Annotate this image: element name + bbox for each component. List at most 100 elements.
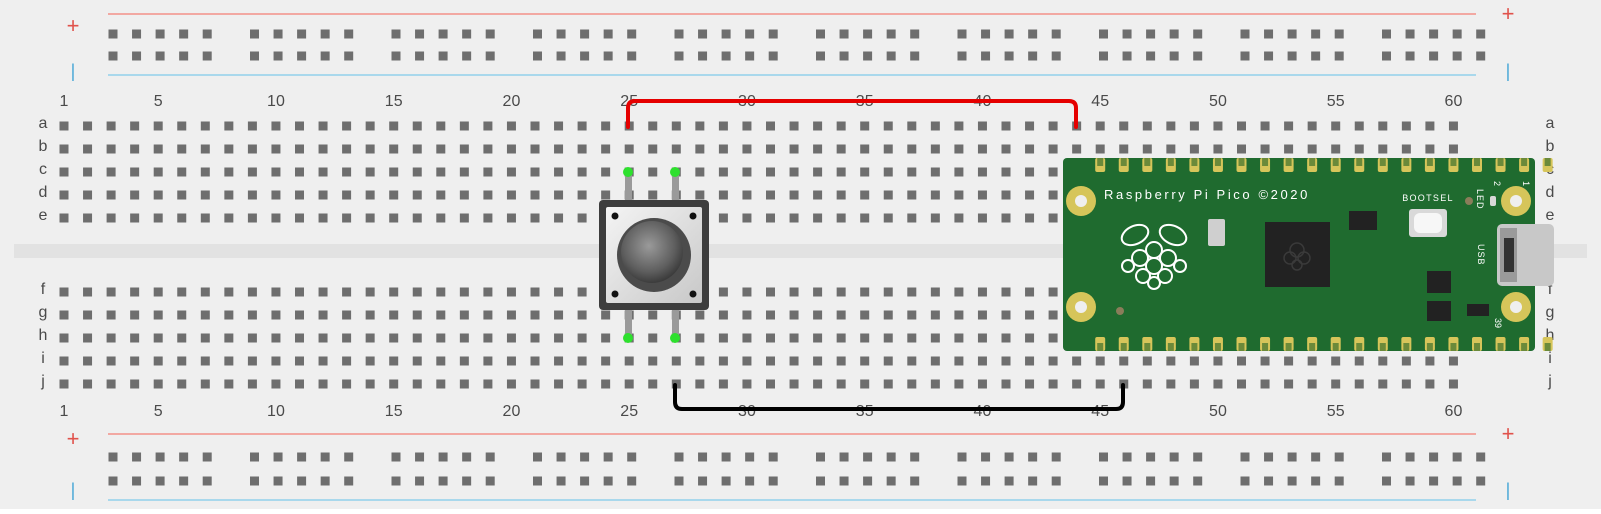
terminal-hole[interactable] (789, 310, 799, 320)
terminal-hole[interactable] (836, 379, 846, 389)
rail-hole[interactable] (886, 476, 896, 486)
terminal-hole[interactable] (977, 190, 987, 200)
terminal-hole[interactable] (742, 379, 752, 389)
terminal-hole[interactable] (860, 121, 870, 131)
rail-hole[interactable] (698, 29, 708, 39)
terminal-hole[interactable] (483, 356, 493, 366)
terminal-hole[interactable] (648, 121, 658, 131)
rail-hole[interactable] (202, 452, 212, 462)
terminal-hole[interactable] (247, 167, 257, 177)
terminal-hole[interactable] (954, 121, 964, 131)
terminal-hole[interactable] (530, 379, 540, 389)
rail-hole[interactable] (816, 476, 825, 486)
terminal-hole[interactable] (412, 310, 422, 320)
terminal-hole[interactable] (695, 167, 705, 177)
terminal-hole[interactable] (1001, 121, 1011, 131)
terminal-hole[interactable] (412, 287, 422, 297)
terminal-hole[interactable] (1072, 356, 1082, 366)
rail-hole[interactable] (1099, 51, 1108, 61)
terminal-hole[interactable] (860, 144, 870, 154)
terminal-hole[interactable] (977, 356, 987, 366)
terminal-hole[interactable] (601, 333, 611, 343)
terminal-hole[interactable] (459, 310, 469, 320)
terminal-hole[interactable] (318, 356, 328, 366)
terminal-hole[interactable] (365, 333, 375, 343)
terminal-hole[interactable] (436, 144, 446, 154)
terminal-hole[interactable] (153, 287, 163, 297)
terminal-hole[interactable] (1331, 121, 1341, 131)
terminal-hole[interactable] (224, 333, 234, 343)
terminal-hole[interactable] (860, 333, 870, 343)
terminal-hole[interactable] (577, 190, 587, 200)
terminal-hole[interactable] (1213, 144, 1223, 154)
terminal-hole[interactable] (247, 190, 257, 200)
terminal-hole[interactable] (766, 356, 775, 366)
rail-hole[interactable] (297, 29, 307, 39)
terminal-hole[interactable] (554, 167, 564, 177)
rail-hole[interactable] (556, 452, 566, 462)
terminal-hole[interactable] (930, 356, 940, 366)
terminal-hole[interactable] (153, 213, 163, 223)
terminal-hole[interactable] (789, 213, 799, 223)
terminal-hole[interactable] (813, 310, 823, 320)
terminal-hole[interactable] (1001, 144, 1011, 154)
terminal-hole[interactable] (342, 379, 352, 389)
terminal-hole[interactable] (1260, 356, 1270, 366)
terminal-hole[interactable] (742, 213, 752, 223)
rail-hole[interactable] (1264, 476, 1274, 486)
terminal-hole[interactable] (1189, 121, 1199, 131)
terminal-hole[interactable] (577, 121, 587, 131)
terminal-hole[interactable] (365, 213, 375, 223)
rail-hole[interactable] (1334, 51, 1344, 61)
rail-hole[interactable] (580, 476, 590, 486)
terminal-hole[interactable] (224, 144, 234, 154)
rail-hole[interactable] (1264, 452, 1274, 462)
terminal-hole[interactable] (718, 144, 728, 154)
terminal-hole[interactable] (789, 121, 799, 131)
terminal-hole[interactable] (530, 190, 540, 200)
terminal-hole[interactable] (601, 167, 611, 177)
rail-hole[interactable] (1240, 452, 1250, 462)
terminal-hole[interactable] (789, 190, 799, 200)
terminal-hole[interactable] (295, 356, 304, 366)
terminal-hole[interactable] (153, 379, 163, 389)
terminal-hole[interactable] (1331, 144, 1341, 154)
terminal-hole[interactable] (130, 213, 140, 223)
terminal-hole[interactable] (577, 167, 587, 177)
terminal-hole[interactable] (59, 121, 69, 131)
rail-hole[interactable] (910, 452, 920, 462)
terminal-hole[interactable] (436, 213, 446, 223)
rail-hole[interactable] (485, 29, 495, 39)
terminal-hole[interactable] (718, 287, 728, 297)
terminal-hole[interactable] (1425, 144, 1435, 154)
terminal-hole[interactable] (930, 213, 940, 223)
terminal-hole[interactable] (271, 333, 281, 343)
rail-hole[interactable] (1146, 476, 1156, 486)
rail-hole[interactable] (839, 476, 849, 486)
rail-hole[interactable] (1382, 51, 1391, 61)
terminal-hole[interactable] (1048, 121, 1058, 131)
rail-hole[interactable] (863, 29, 873, 39)
terminal-hole[interactable] (1025, 310, 1035, 320)
terminal-hole[interactable] (813, 190, 823, 200)
terminal-hole[interactable] (342, 144, 352, 154)
terminal-hole[interactable] (648, 356, 658, 366)
terminal-hole[interactable] (883, 287, 893, 297)
terminal-hole[interactable] (224, 287, 234, 297)
terminal-hole[interactable] (1001, 167, 1011, 177)
rail-hole[interactable] (155, 29, 165, 39)
terminal-hole[interactable] (224, 379, 234, 389)
terminal-hole[interactable] (389, 213, 399, 223)
terminal-hole[interactable] (836, 356, 846, 366)
terminal-hole[interactable] (342, 333, 352, 343)
rail-hole[interactable] (1476, 476, 1486, 486)
terminal-hole[interactable] (224, 310, 234, 320)
terminal-hole[interactable] (648, 190, 658, 200)
terminal-hole[interactable] (200, 167, 210, 177)
terminal-hole[interactable] (954, 167, 964, 177)
terminal-hole[interactable] (153, 333, 163, 343)
rail-hole[interactable] (1405, 51, 1415, 61)
terminal-hole[interactable] (766, 287, 775, 297)
terminal-hole[interactable] (860, 213, 870, 223)
terminal-hole[interactable] (412, 121, 422, 131)
